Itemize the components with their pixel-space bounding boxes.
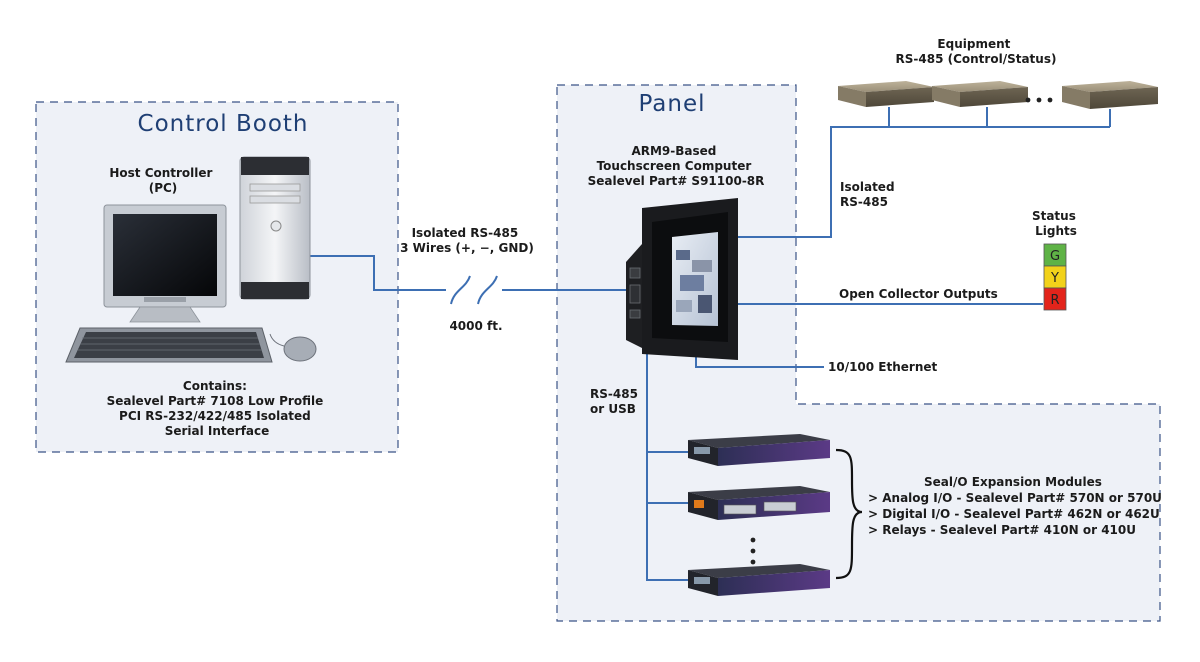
status-light-r-letter: R: [1050, 293, 1059, 308]
contains-label: Contains: Sealevel Part# 7108 Low Profil…: [107, 379, 328, 438]
cable-break-icon: [446, 275, 502, 305]
control-booth-title: Control Booth: [138, 111, 309, 137]
distance-label: 4000 ft.: [449, 319, 502, 333]
isolated-rs485-equipment-label: Isolated RS-485: [840, 180, 899, 209]
rs485-usb-label: RS-485 or USB: [590, 387, 642, 416]
status-light-red: [1043, 287, 1067, 311]
brace-icon: [835, 448, 863, 580]
status-lights-label: Status Lights: [1032, 209, 1080, 238]
expansion-module-icon: [688, 434, 830, 466]
status-lights-stack: G Y R: [1043, 243, 1067, 311]
status-light-y-letter: Y: [1050, 271, 1059, 286]
expansion-module-icon: [688, 564, 830, 596]
expansion-bus-wire: [646, 352, 691, 581]
isolated-rs485-link-label: Isolated RS-485 3 Wires (+, −, GND): [400, 226, 534, 255]
status-light-g-letter: G: [1050, 249, 1060, 264]
panel-title: Panel: [638, 91, 705, 117]
open-collector-label: Open Collector Outputs: [839, 287, 998, 301]
expansion-modules-label: Seal/O Expansion Modules > Analog I/O - …: [868, 475, 1166, 537]
equipment-label: Equipment RS-485 (Control/Status): [896, 37, 1057, 66]
touchscreen-computer-icon: [626, 198, 738, 360]
equipment-box-icon: [932, 81, 1028, 107]
panel-to-equipment-wire: [738, 126, 1110, 238]
arm9-computer-label: ARM9-Based Touchscreen Computer Sealevel…: [588, 144, 765, 188]
ethernet-label: 10/100 Ethernet: [828, 360, 938, 374]
host-controller-label: Host Controller (PC): [109, 166, 216, 195]
equipment-box-icon: [838, 81, 934, 107]
equipment-box-icon: [1062, 81, 1158, 109]
expansion-module-icon: [688, 486, 830, 520]
desktop-pc-icon: [65, 156, 317, 363]
vertical-ellipsis-icon: [750, 537, 756, 565]
ellipsis-icon: [1025, 97, 1053, 103]
